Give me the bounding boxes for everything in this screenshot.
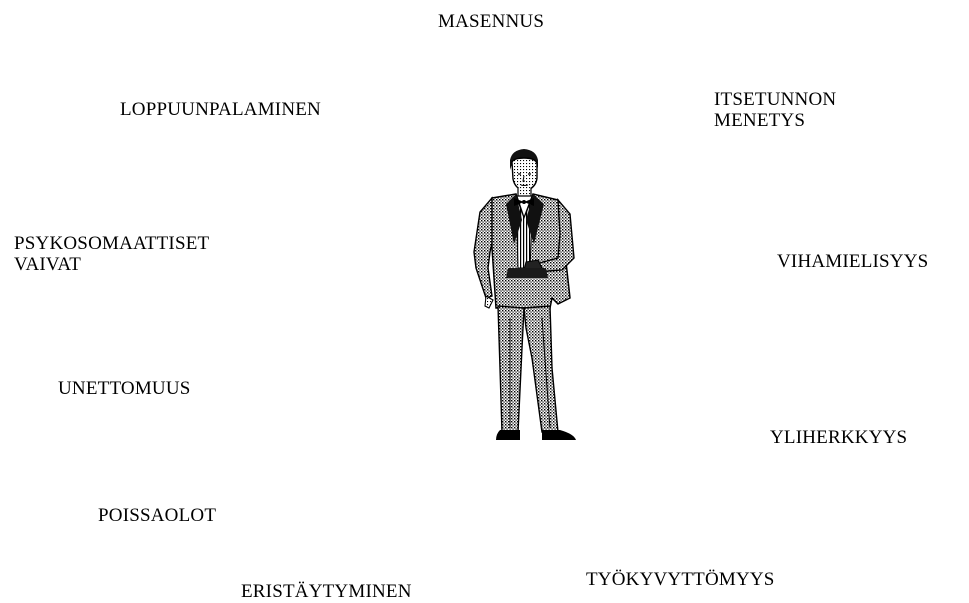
term-psykosomaattiset-vaivat: PSYKOSOMAATTISET VAIVAT (14, 233, 209, 275)
term-label-line-1: ITSETUNNON (714, 89, 836, 110)
term-yliherkkyys: YLIHERKKYYS (770, 427, 907, 448)
man-in-tuxedo-icon (466, 148, 586, 444)
left-leg-shape (498, 306, 524, 432)
term-label: ERISTÄYTYMINEN (241, 581, 412, 602)
right-leg-shape (524, 306, 558, 432)
term-label: TYÖKYVYTTÖMYYS (586, 569, 775, 590)
term-unettomuus: UNETTOMUUS (58, 378, 191, 399)
term-label-line-2: MENETYS (714, 110, 836, 131)
left-shoe-shape (496, 430, 520, 440)
term-tyokyvyttomyys: TYÖKYVYTTÖMYYS (586, 569, 775, 590)
term-masennus: MASENNUS (438, 11, 544, 32)
neck-shape (518, 188, 531, 196)
term-label: UNETTOMUUS (58, 378, 191, 399)
term-label: POISSAOLOT (98, 505, 216, 526)
term-eristaytyminen: ERISTÄYTYMINEN (241, 581, 412, 602)
term-label: YLIHERKKYYS (770, 427, 907, 448)
term-label: LOPPUUNPALAMINEN (120, 99, 321, 120)
term-label-line-2: VAIVAT (14, 254, 209, 275)
term-label: MASENNUS (438, 11, 544, 32)
term-poissaolot: POISSAOLOT (98, 505, 216, 526)
term-loppuunpalaminen: LOPPUUNPALAMINEN (120, 99, 321, 120)
right-shoe-shape (542, 430, 576, 440)
face-shape (512, 158, 537, 191)
term-label: VIHAMIELISYYS (777, 251, 928, 272)
term-itsetunnon-menetys: ITSETUNNON MENETYS (714, 89, 836, 131)
term-label-line-1: PSYKOSOMAATTISET (14, 233, 209, 254)
term-vihamielisyys: VIHAMIELISYYS (777, 251, 928, 272)
